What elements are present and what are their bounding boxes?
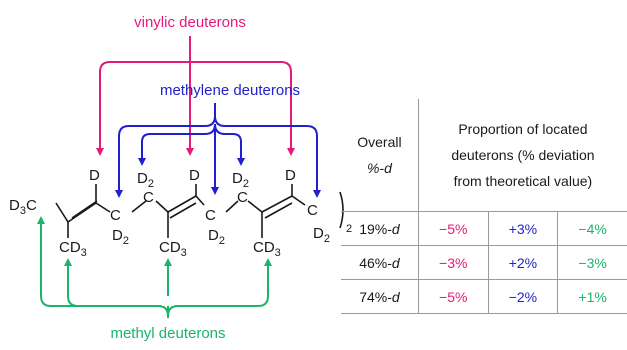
- vinylic-value: −5%: [418, 279, 489, 314]
- molecule-bonds: [55, 184, 344, 238]
- atom-d2-5: D2: [313, 225, 330, 245]
- row-label: 19%-d: [341, 211, 419, 246]
- atom-c-2: C: [143, 189, 154, 206]
- row-label: 74%-d: [341, 279, 419, 314]
- methylene-value: +2%: [487, 245, 559, 280]
- methyl-label: methyl deuterons: [110, 325, 225, 342]
- row-label: 46%-d: [341, 245, 419, 280]
- methylene-arrows: [115, 103, 321, 198]
- table-row: 19%-d −5% +3% −4%: [341, 211, 627, 246]
- molecule-atoms: D3C D CD3 C D2 C D2 D CD3 C D2 C D2 D CD…: [9, 167, 352, 259]
- methyl-value: −3%: [557, 245, 627, 280]
- header-proportion: Proportion of located deuterons (% devia…: [418, 99, 627, 212]
- methyl-bar-inner: [67, 295, 79, 307]
- vinylic-label: vinylic deuterons: [134, 14, 246, 31]
- vinylic-value: −3%: [418, 245, 489, 280]
- atom-vinylic-d-2: D: [189, 167, 200, 184]
- table-row: 74%-d −5% −2% +1%: [341, 279, 627, 314]
- methylene-value: −2%: [487, 279, 559, 314]
- atom-d2-2: D2: [137, 170, 154, 190]
- atom-d2-4: D2: [232, 170, 249, 190]
- methylene-label: methylene deuterons: [160, 82, 300, 99]
- atom-cd3-3: CD3: [253, 239, 281, 259]
- vinylic-bar: [99, 61, 292, 73]
- atom-c-5: C: [307, 202, 318, 219]
- methylene-inner: [141, 123, 245, 166]
- vinylic-arrows: [96, 36, 295, 156]
- atom-d3c: D3C: [9, 197, 37, 217]
- atom-vinylic-d-3: D: [285, 167, 296, 184]
- methyl-value: +1%: [557, 279, 627, 314]
- atom-c-4: C: [237, 189, 248, 206]
- atom-cd3-2: CD3: [159, 239, 187, 259]
- atom-cd3-1: CD3: [59, 239, 87, 259]
- methyl-arrows: [37, 216, 272, 318]
- table-header-row: Overall %-d Proportion of located deuter…: [341, 99, 627, 212]
- atom-d2-3: D2: [208, 227, 225, 247]
- deuteron-table: Overall %-d Proportion of located deuter…: [341, 99, 627, 314]
- header-overall: Overall %-d: [341, 99, 419, 212]
- methyl-value: −4%: [557, 211, 627, 246]
- atom-d2-1: D2: [112, 227, 129, 247]
- atom-vinylic-d-1: D: [89, 167, 100, 184]
- atom-c-3: C: [205, 207, 216, 224]
- vinylic-value: −5%: [418, 211, 489, 246]
- methylene-outer: [118, 115, 321, 198]
- table-row: 46%-d −3% +2% −3%: [341, 245, 627, 280]
- atom-c-1: C: [110, 207, 121, 224]
- methylene-value: +3%: [487, 211, 559, 246]
